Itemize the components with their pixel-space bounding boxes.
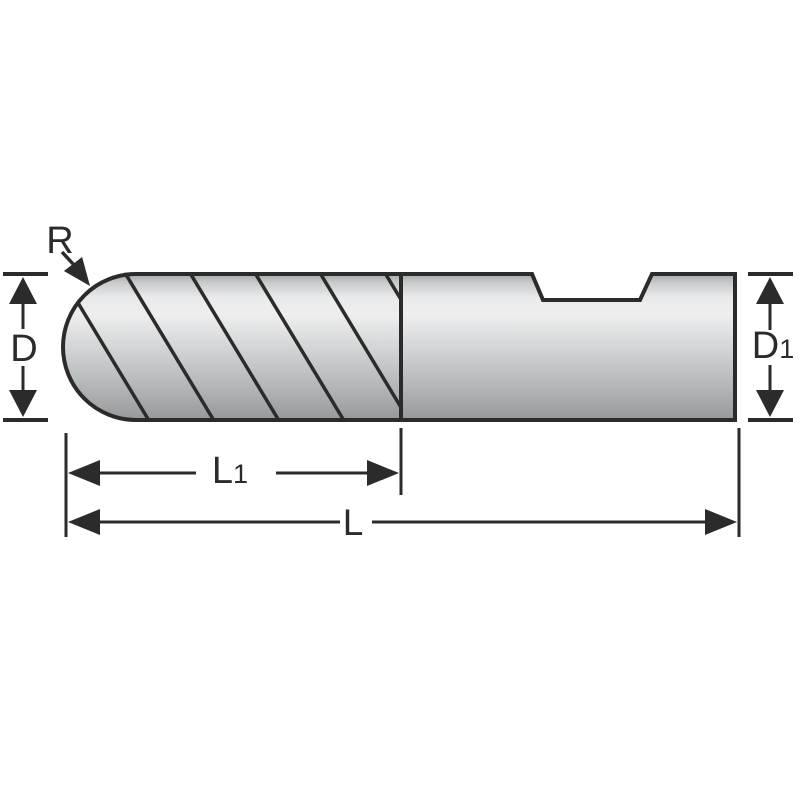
shank-diameter-label-sub: 1 — [779, 334, 794, 364]
l-left-arrowhead — [68, 509, 100, 535]
cut-diameter-dimension: D — [3, 272, 48, 422]
l-right-arrowhead — [705, 509, 737, 535]
d-up-arrowhead — [9, 277, 37, 304]
flute-length-label-sub: 1 — [233, 459, 248, 489]
flute-length-label-main: L — [212, 450, 233, 492]
radius-label: R — [46, 220, 73, 262]
d1-up-arrowhead — [756, 277, 784, 304]
radius-arrowhead — [63, 257, 90, 286]
l1-right-arrowhead — [367, 460, 399, 486]
tool-body — [61, 272, 737, 422]
flute-length-label: L1 — [212, 450, 248, 492]
radius-callout: R — [46, 220, 90, 286]
d1-down-arrowhead — [756, 390, 784, 417]
d-down-arrowhead — [9, 390, 37, 417]
overall-length-label: L — [343, 502, 364, 543]
shank-diameter-label-main: D — [752, 325, 779, 367]
shank-diameter-label: D1 — [752, 325, 794, 367]
overall-length-dimension: L — [68, 428, 741, 543]
radius-leader-line — [60, 250, 76, 267]
shank-diameter-dimension: D1 — [748, 272, 794, 422]
l1-left-arrowhead — [68, 460, 100, 486]
flute-length-dimension: L1 — [64, 428, 403, 537]
cut-diameter-label: D — [10, 328, 37, 370]
